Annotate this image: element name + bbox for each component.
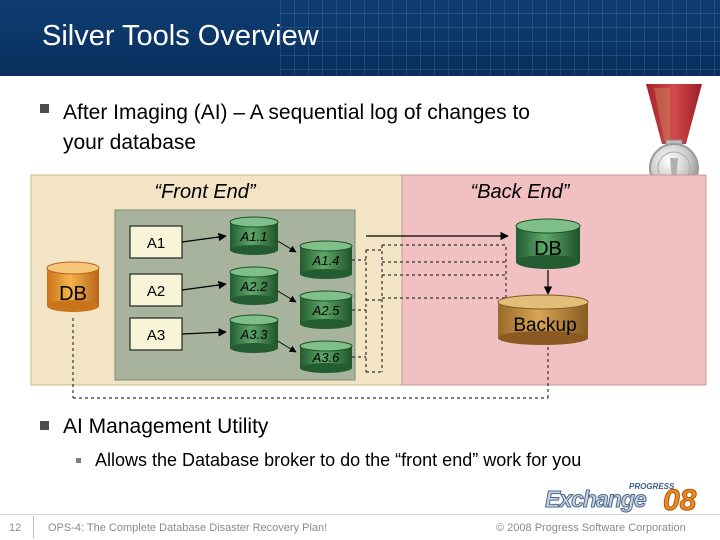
arrow-a3-3-to-a3-6 <box>275 339 297 353</box>
sub-bullet: Allows the Database broker to do the “fr… <box>95 450 582 470</box>
bullet-square-icon <box>40 104 49 113</box>
back-end-panel <box>401 174 707 386</box>
copyright: © 2008 Progress Software Corporation <box>496 522 686 534</box>
footer-page-separator <box>33 516 34 538</box>
arrow-a2 <box>181 280 227 291</box>
header-grid-pattern <box>280 0 720 76</box>
extent-cylinder-a3-6: A3.6 <box>299 340 353 373</box>
svg-text:A2.2: A2.2 <box>240 279 269 294</box>
back-db-cylinder: DB <box>515 218 581 269</box>
slide-header: Silver Tools Overview <box>0 0 720 76</box>
svg-text:A2.5: A2.5 <box>312 303 341 318</box>
talk-title: OPS-4: The Complete Database Disaster Re… <box>48 522 328 534</box>
arrow-a1-1-to-a1-4 <box>275 239 297 253</box>
archive-dashed-connectors <box>72 244 549 399</box>
area-label-a1: A1 <box>147 235 165 252</box>
area-label-a3: A3 <box>147 327 165 344</box>
area-box-a1 <box>129 225 183 259</box>
area-box-a2 <box>129 273 183 307</box>
exchange-08-logo: PROGRESS Exchange 08 <box>545 482 697 518</box>
slide-title: Silver Tools Overview <box>42 20 319 52</box>
bullet-square-icon <box>40 421 49 430</box>
page-number: 12 <box>9 522 22 534</box>
front-end-label: “Front End” <box>154 181 256 203</box>
back-end-label: “Back End” <box>471 181 571 203</box>
sub-bullet-dot-icon <box>76 458 81 463</box>
extent-cylinder-a1-4: A1.4 <box>299 240 353 279</box>
extent-cylinder-a2-2: A2.2 <box>229 266 279 305</box>
bullet-1-line-1: After Imaging (AI) – A sequential log of… <box>63 101 530 124</box>
backup-cylinder: Backup <box>497 294 589 345</box>
extent-cylinder-a3-3: A3.3 <box>229 314 279 353</box>
back-db-label: DB <box>534 238 562 260</box>
svg-text:A3.3: A3.3 <box>240 327 269 342</box>
arrow-a3 <box>181 328 227 337</box>
extent-cylinder-a1-1: A1.1 <box>229 216 279 255</box>
svg-text:A1.1: A1.1 <box>240 229 268 244</box>
arrow-a1 <box>181 232 227 243</box>
bullet-2: AI Management Utility <box>63 415 269 438</box>
front-db-cylinder: DB <box>46 261 100 312</box>
backup-label: Backup <box>513 315 576 336</box>
area-label-a2: A2 <box>147 283 165 300</box>
area-box-a3 <box>129 317 183 351</box>
bullet-1-line-2: your database <box>63 131 197 154</box>
front-db-label: DB <box>59 283 87 305</box>
svg-text:A3.6: A3.6 <box>312 350 341 365</box>
extent-cylinder-a2-5: A2.5 <box>299 290 353 329</box>
footer-divider <box>0 514 720 515</box>
arrow-a2-2-to-a2-5 <box>275 289 297 303</box>
svg-text:A1.4: A1.4 <box>312 253 340 268</box>
